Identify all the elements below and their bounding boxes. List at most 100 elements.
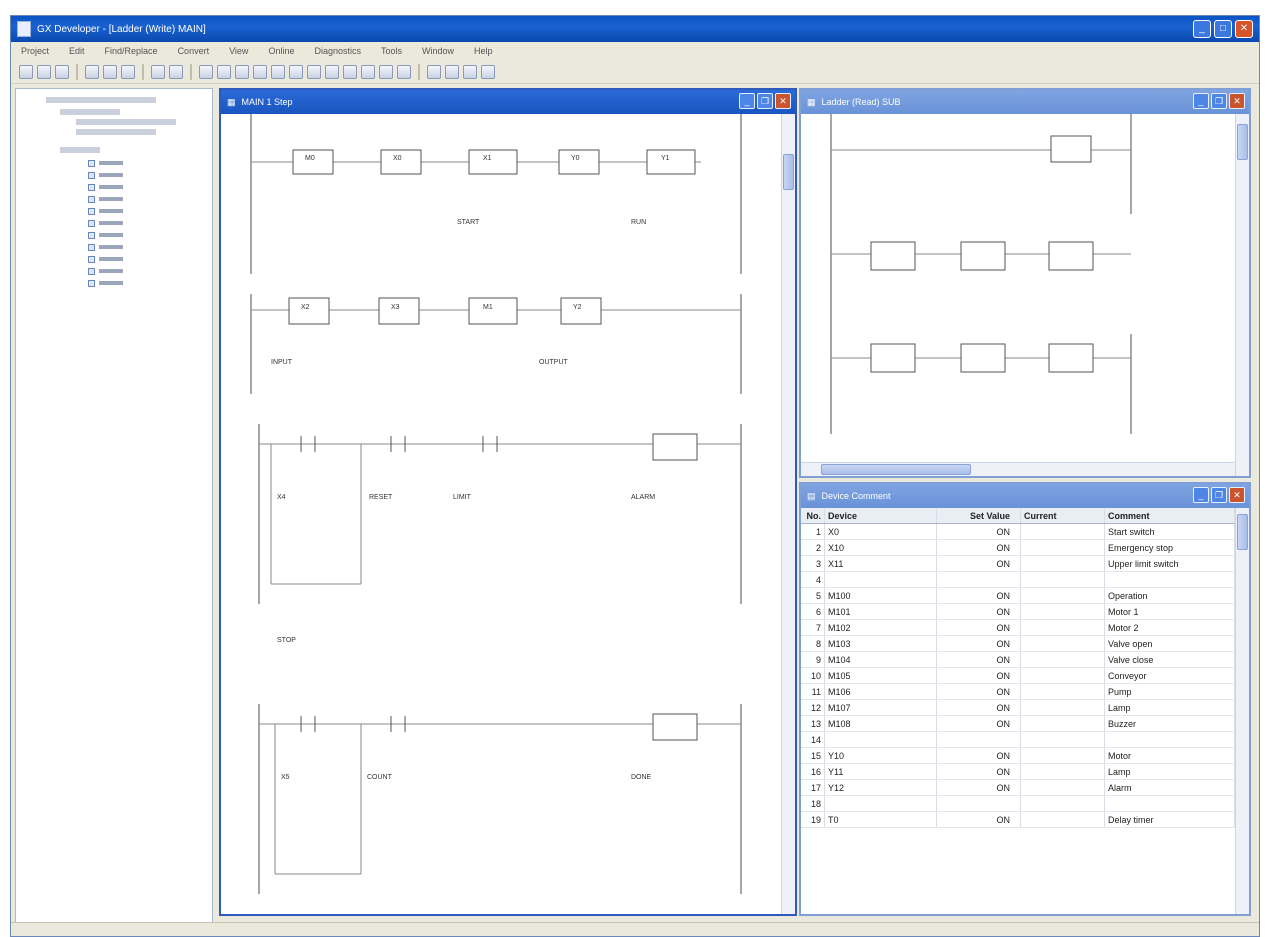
- table-cell[interactable]: [1021, 668, 1105, 683]
- table-cell[interactable]: 9: [801, 652, 825, 667]
- table-cell[interactable]: [825, 572, 937, 587]
- mdi-minimize-button[interactable]: _: [739, 93, 755, 109]
- column-header[interactable]: Current: [1021, 508, 1105, 523]
- table-cell[interactable]: [937, 732, 1021, 747]
- table-cell[interactable]: 12: [801, 700, 825, 715]
- mdi-restore-button[interactable]: ❐: [1211, 93, 1227, 109]
- close-button[interactable]: ✕: [1235, 20, 1253, 38]
- tree-root[interactable]: [46, 97, 156, 103]
- table-cell[interactable]: [1021, 780, 1105, 795]
- scroll-thumb[interactable]: [1237, 124, 1248, 160]
- contact-nc-icon[interactable]: [217, 64, 231, 79]
- table-cell[interactable]: [1021, 812, 1105, 827]
- menu-help[interactable]: Help: [474, 46, 493, 56]
- table-cell[interactable]: Pump: [1105, 684, 1235, 699]
- table-cell[interactable]: 2: [801, 540, 825, 555]
- table-cell[interactable]: 19: [801, 812, 825, 827]
- menu-find[interactable]: Find/Replace: [104, 46, 158, 56]
- table-cell[interactable]: Emergency stop: [1105, 540, 1235, 555]
- tree-item[interactable]: [88, 231, 123, 239]
- coil-box[interactable]: [1048, 241, 1094, 271]
- table-cell[interactable]: [1021, 556, 1105, 571]
- table-cell[interactable]: Valve close: [1105, 652, 1235, 667]
- menu-diagnostics[interactable]: Diagnostics: [314, 46, 361, 56]
- coil-box[interactable]: [652, 713, 698, 741]
- tree-item[interactable]: [88, 219, 123, 227]
- table-cell[interactable]: 8: [801, 636, 825, 651]
- table-cell[interactable]: 1: [801, 524, 825, 539]
- table-cell[interactable]: [1021, 524, 1105, 539]
- mdi-restore-button[interactable]: ❐: [1211, 487, 1227, 503]
- table-row[interactable]: 4: [801, 572, 1241, 588]
- minimize-button[interactable]: _: [1193, 20, 1211, 38]
- table-cell[interactable]: [1021, 588, 1105, 603]
- mdi-minimize-button[interactable]: _: [1193, 487, 1209, 503]
- coil-icon[interactable]: [271, 64, 285, 79]
- table-cell[interactable]: X0: [825, 524, 937, 539]
- table-cell[interactable]: 17: [801, 780, 825, 795]
- scroll-thumb[interactable]: [783, 154, 794, 190]
- table-cell[interactable]: ON: [937, 716, 1021, 731]
- coil-box[interactable]: [646, 149, 696, 175]
- table-cell[interactable]: M103: [825, 636, 937, 651]
- coil-box[interactable]: [1048, 343, 1094, 373]
- menu-tools[interactable]: Tools: [380, 46, 402, 56]
- table-cell[interactable]: Alarm: [1105, 780, 1235, 795]
- vertical-scrollbar[interactable]: [781, 114, 795, 914]
- table-cell[interactable]: [1021, 604, 1105, 619]
- tree-node[interactable]: [76, 129, 156, 135]
- tree-item[interactable]: [88, 171, 123, 179]
- menu-online[interactable]: Online: [268, 46, 295, 56]
- menu-view[interactable]: View: [229, 46, 249, 56]
- table-cell[interactable]: [937, 572, 1021, 587]
- tree-node[interactable]: [60, 109, 120, 115]
- table-cell[interactable]: ON: [937, 652, 1021, 667]
- vertical-scrollbar[interactable]: [1235, 114, 1249, 476]
- table-cell[interactable]: ON: [937, 748, 1021, 763]
- table-cell[interactable]: T0: [825, 812, 937, 827]
- convert-icon[interactable]: [379, 64, 393, 79]
- table-cell[interactable]: [937, 796, 1021, 811]
- tree-item[interactable]: [88, 267, 123, 275]
- tree-item[interactable]: [88, 207, 123, 215]
- find-icon[interactable]: [169, 64, 183, 79]
- table-cell[interactable]: [1021, 764, 1105, 779]
- table-cell[interactable]: [1021, 620, 1105, 635]
- table-cell[interactable]: Upper limit switch: [1105, 556, 1235, 571]
- parallel-nc-icon[interactable]: [253, 64, 267, 79]
- save-icon[interactable]: [55, 64, 69, 79]
- table-cell[interactable]: [1021, 796, 1105, 811]
- maximize-button[interactable]: □: [1214, 20, 1232, 38]
- table-cell[interactable]: M108: [825, 716, 937, 731]
- table-cell[interactable]: Y12: [825, 780, 937, 795]
- mdi-minimize-button[interactable]: _: [1193, 93, 1209, 109]
- table-cell[interactable]: ON: [937, 812, 1021, 827]
- table-cell[interactable]: [1021, 748, 1105, 763]
- table-cell[interactable]: [1021, 572, 1105, 587]
- open-icon[interactable]: [37, 64, 51, 79]
- table-cell[interactable]: [1021, 652, 1105, 667]
- table-cell[interactable]: M107: [825, 700, 937, 715]
- table-cell[interactable]: ON: [937, 604, 1021, 619]
- table-cell[interactable]: Conveyor: [1105, 668, 1235, 683]
- table-cell[interactable]: 18: [801, 796, 825, 811]
- table-cell[interactable]: 10: [801, 668, 825, 683]
- table-cell[interactable]: [1105, 572, 1235, 587]
- contact-no-icon[interactable]: [199, 64, 213, 79]
- new-icon[interactable]: [19, 64, 33, 79]
- table-cell[interactable]: Y10: [825, 748, 937, 763]
- table-cell[interactable]: ON: [937, 668, 1021, 683]
- table-cell[interactable]: Motor 2: [1105, 620, 1235, 635]
